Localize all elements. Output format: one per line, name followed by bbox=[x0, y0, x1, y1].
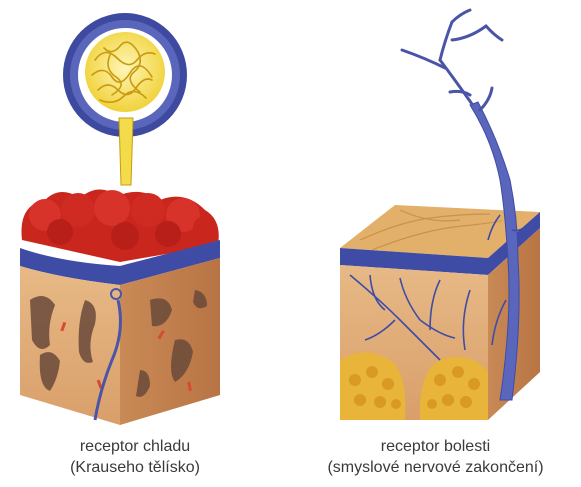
pain-receptor-illustration bbox=[340, 10, 540, 420]
pain-receptor-detail: (smyslové nervové zakončení) bbox=[290, 457, 581, 478]
dermis-side-face bbox=[120, 258, 220, 425]
cold-receptor-detail: (Krauseho tělísko) bbox=[10, 457, 260, 478]
cold-receptor-caption: receptor chladu (Krauseho tělísko) bbox=[10, 436, 260, 478]
pain-receptor-name: receptor bolesti bbox=[290, 436, 581, 457]
pain-receptor-caption: receptor bolesti (smyslové nervové zakon… bbox=[290, 436, 581, 478]
dermis-front-face bbox=[20, 266, 120, 425]
krause-corpuscle-magnified bbox=[63, 13, 187, 185]
nerve-branches-top bbox=[402, 10, 502, 110]
cold-receptor-name: receptor chladu bbox=[10, 436, 260, 457]
cold-receptor-illustration bbox=[20, 13, 220, 425]
